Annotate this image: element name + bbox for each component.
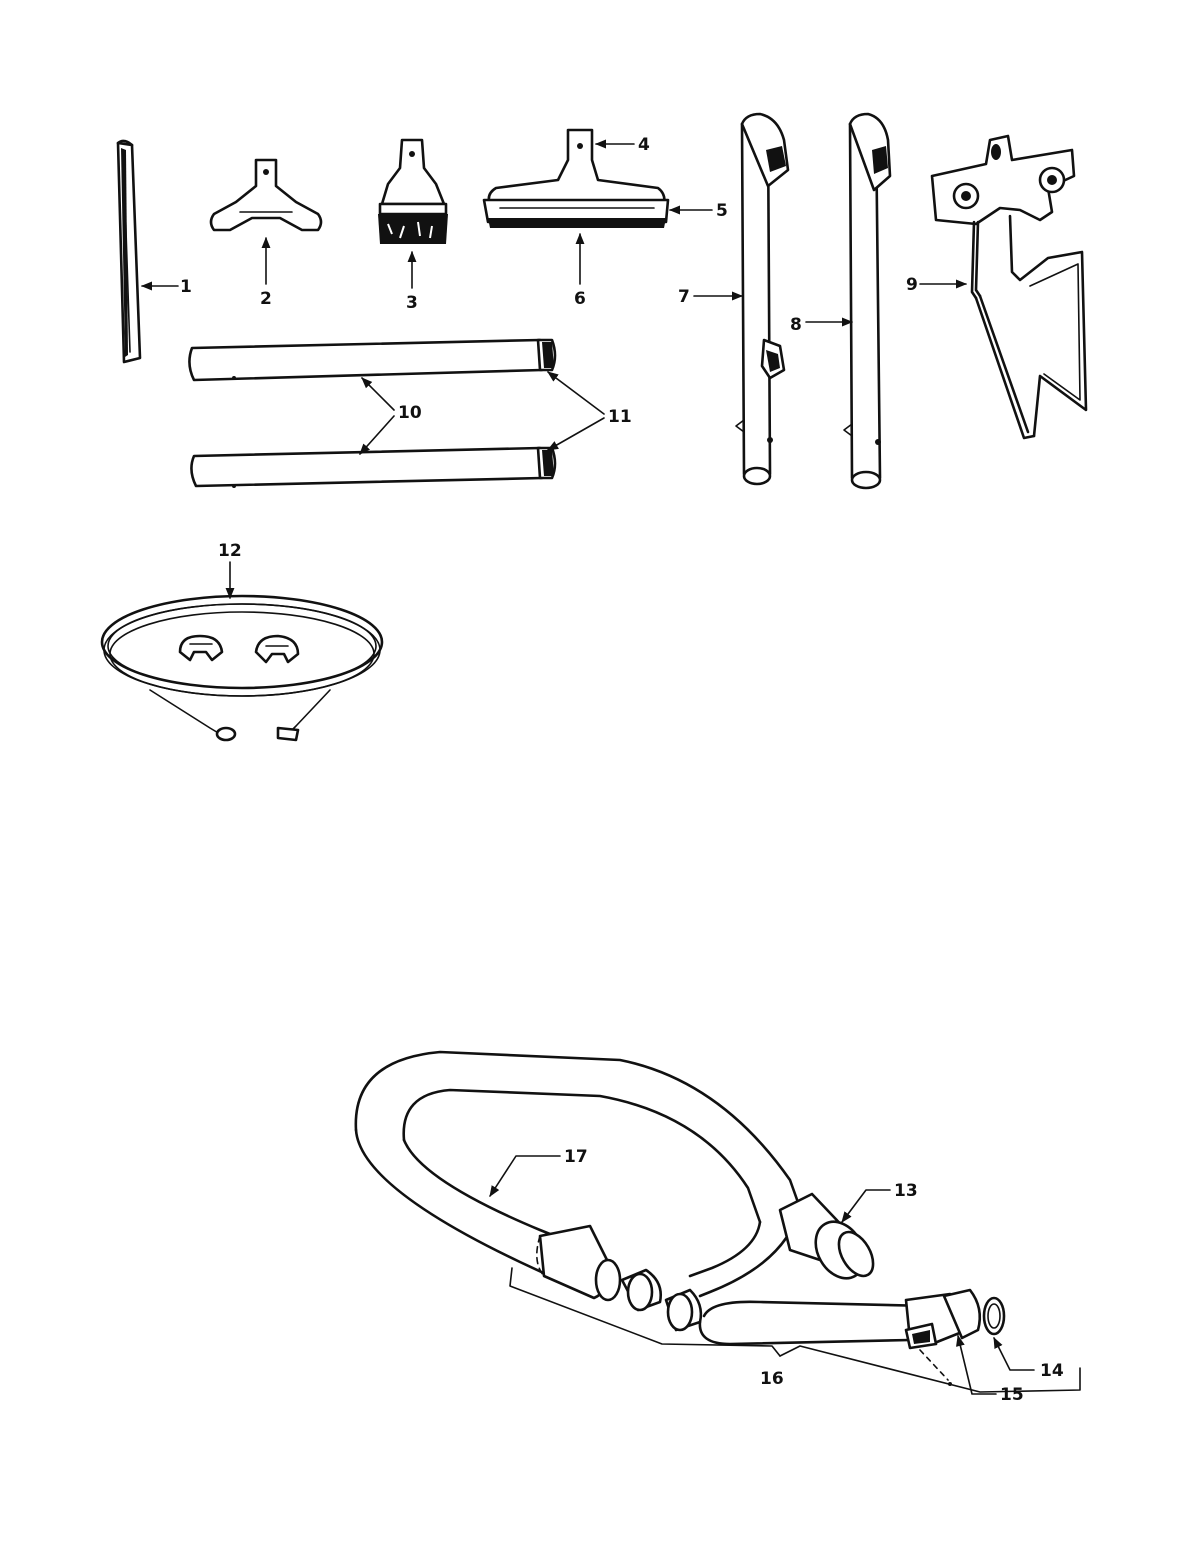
extension-tube-top <box>188 338 557 382</box>
callout-16: 16 <box>760 1369 784 1389</box>
cord-clip-right <box>254 634 300 664</box>
assembly-bracket-16 <box>509 1267 1081 1393</box>
dusting-brush <box>378 138 448 244</box>
callout-3: 3 <box>406 293 418 313</box>
callout-labels: 1 2 3 4 5 6 7 8 9 10 11 12 13 14 15 16 1… <box>180 135 1064 1405</box>
callout-2: 2 <box>260 289 272 309</box>
callout-4: 4 <box>638 135 650 155</box>
callout-8: 8 <box>790 315 802 335</box>
tool-rack <box>930 134 1088 440</box>
callout-10: 10 <box>398 403 422 423</box>
leader-13 <box>841 1189 891 1223</box>
hose-assembly <box>354 1050 1006 1386</box>
callout-5: 5 <box>716 201 728 221</box>
callout-1: 1 <box>180 277 192 297</box>
callout-11: 11 <box>608 407 632 427</box>
wand-lower <box>843 112 892 490</box>
cord-set <box>100 594 384 742</box>
crevice-tool <box>116 139 142 364</box>
leader-14 <box>993 1336 1035 1371</box>
floor-brush-tool <box>482 128 670 228</box>
leader-lines <box>140 139 1035 1395</box>
callout-9: 9 <box>906 275 918 295</box>
callout-12: 12 <box>218 541 242 561</box>
leader-10a <box>361 377 395 411</box>
leader-15 <box>956 1334 997 1395</box>
callout-17: 17 <box>564 1147 588 1167</box>
leader-11a <box>547 371 605 415</box>
leader-17 <box>489 1155 561 1197</box>
callout-13: 13 <box>894 1181 918 1201</box>
callout-7: 7 <box>678 287 690 307</box>
upholstery-nozzle <box>209 158 323 232</box>
cord-clip-left <box>178 634 224 662</box>
extension-tube-bottom <box>190 446 557 488</box>
callout-6: 6 <box>574 289 586 309</box>
callout-15: 15 <box>1000 1385 1024 1405</box>
callout-14: 14 <box>1040 1361 1064 1381</box>
wand-upper <box>735 112 790 486</box>
leader-10b <box>359 415 395 455</box>
leader-11b <box>547 417 605 451</box>
